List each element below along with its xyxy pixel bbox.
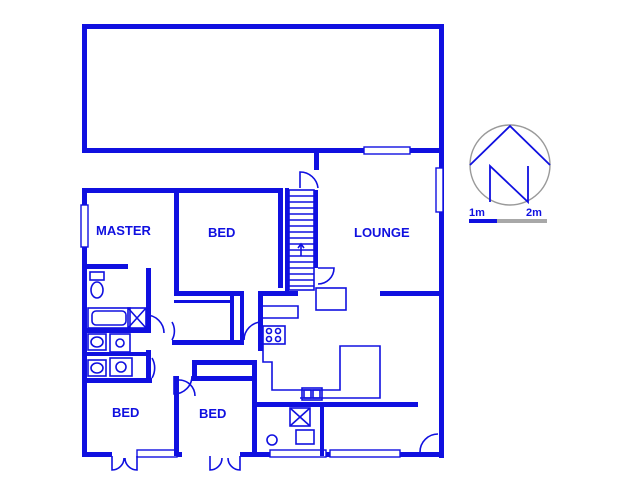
shower-ensuite [127,307,147,329]
stair-arrow-head [297,242,305,249]
wall-bed-right [278,188,283,288]
toilet-ensuite [90,281,104,299]
scale-label-2m: 2m [526,207,542,219]
basin-ensuite [87,333,107,351]
wall-stair-right [314,190,318,268]
fixtures [87,271,381,446]
wall-garage-top [256,402,418,407]
wall-bath-right [146,350,151,383]
doors [111,171,439,471]
door-garage [419,433,439,453]
wall-stair-left [285,188,289,292]
shower-bath-2 [109,357,133,377]
wall-bed2-right [252,360,257,456]
door-passage [171,321,176,341]
room-label-lounge: LOUNGE [354,225,410,240]
wall-left [82,190,87,455]
door-ensuite [145,314,165,334]
kitchen-counter [262,344,381,399]
compass-ring [469,124,551,206]
stove [262,325,286,345]
wall-bed-divider [174,376,179,456]
room-label-master: MASTER [96,223,152,238]
wall-top [82,24,444,29]
north-arrow-icon: N [469,124,551,206]
door-bed-left [173,375,193,395]
windows [80,146,444,458]
window-bed-left [136,449,178,458]
scale-segment-2 [497,219,547,223]
window-master [80,204,89,248]
window-garage [329,449,401,458]
wall-bath-bottom [82,378,152,383]
bathtub-inner [91,310,127,326]
window-lounge-top [363,146,411,155]
door-bed-passage [243,321,263,341]
wall-lounge-bottom [380,291,442,296]
room-label-bed-top: BED [208,225,235,240]
door-bed-mid-patio [209,456,241,471]
wall-bed2-top [192,360,256,365]
toilet-ensuite-cistern [89,271,105,281]
door-stair-kitchen [317,267,335,285]
kitchen-counter-top [263,305,299,319]
wall-passage-right [240,296,244,345]
wall-bed2-top-inner [192,376,256,381]
room-label-bed-bottom-mid: BED [199,406,226,421]
washing-machine [295,429,315,445]
toilet-guest [266,434,278,446]
scale-label-1m: 1m [469,207,485,219]
door-bed-left-patio [111,456,138,471]
wall-kitchen-left [258,291,263,351]
interior-walls [82,150,442,456]
kitchen-sink [301,387,323,401]
scale-segment-1 [469,219,497,223]
room-labels: MASTER BED LOUNGE BED BED [96,223,410,421]
compass-letter [489,163,529,205]
toilet-bath [87,359,107,377]
wall-cupboard [174,300,234,303]
wall-yard-divider [82,148,444,153]
door-lounge-stair [299,171,319,189]
wall-passage-top [258,291,298,296]
door-bed-mid [178,379,196,397]
exterior-walls [82,24,444,458]
room-label-bed-bottom-left: BED [112,405,139,420]
wall-bedrooms-top [82,188,282,193]
wall-passage-bottom [172,340,244,345]
wall-stair-top [314,150,319,170]
wall-bottom-a [82,452,112,457]
wall-ensuite-right [146,268,151,333]
wall-master-bed [174,188,179,296]
shower-bath [109,333,131,353]
wall-right [439,24,444,458]
compass-arrow [469,124,551,166]
scale-bar: 1m 2m [469,207,547,223]
door-bathroom [151,357,156,379]
bathtub [87,307,131,329]
wall-left-upper [82,24,87,152]
wall-ensuite-top [82,264,128,269]
wall-bath-mid [82,352,150,356]
stair-outline [288,189,315,291]
window-kitchen [269,449,327,458]
wall-garage-left [320,402,324,456]
scullery-unit [289,407,311,427]
wall-cupboard-right [230,291,234,345]
wall-bed-bottom [174,291,244,296]
wall-ensuite-bottom [82,328,150,333]
staircase [288,189,315,291]
kitchen-island-small [315,287,347,311]
wall-bed2-top-left [192,360,197,380]
window-lounge-right [435,167,444,213]
